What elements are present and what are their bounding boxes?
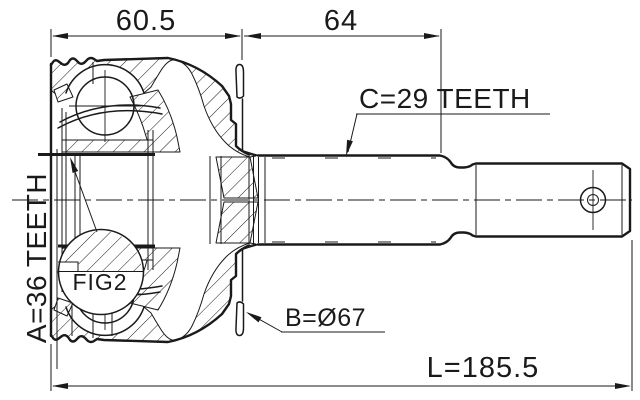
shaft-outline [242, 150, 632, 250]
center-hole-icon [579, 170, 607, 230]
fig2-detail-label: FIG2 [72, 269, 127, 295]
dust-cap-lip-bottom [235, 301, 245, 337]
housing-outline [49, 56, 250, 344]
label-outer-spline: C=29 TEETH [346, 83, 550, 156]
label-outer-diameter-text: B=Ø67 [285, 304, 366, 332]
housing-section-hatch [50, 57, 259, 343]
back-wall-hatch-bottom [215, 201, 259, 244]
back-wall-hatch-top [215, 156, 259, 199]
label-outer-spline-text: C=29 TEETH [359, 83, 531, 114]
bore-hatch-top [61, 139, 154, 153]
dust-cap-lip-top [235, 63, 245, 99]
dimensions: 60.5 64 L=185.5 [50, 5, 633, 391]
ball-bearing-top [57, 63, 163, 142]
dim-housing-width-text: 60.5 [116, 5, 176, 37]
dim-spline-section-text: 64 [324, 5, 358, 37]
label-inner-spline: A=36 TEETH [21, 149, 58, 369]
cage-arcs-top [57, 104, 163, 129]
label-inner-spline-text: A=36 TEETH [21, 173, 52, 343]
dim-overall-length-text: L=185.5 [427, 352, 540, 384]
fig2-detail-circle: FIG2 [57, 228, 145, 316]
label-outer-diameter: B=Ø67 [246, 304, 385, 333]
extension-lines [50, 29, 633, 391]
dimension-lines [53, 35, 629, 387]
detail-leader [70, 157, 98, 233]
